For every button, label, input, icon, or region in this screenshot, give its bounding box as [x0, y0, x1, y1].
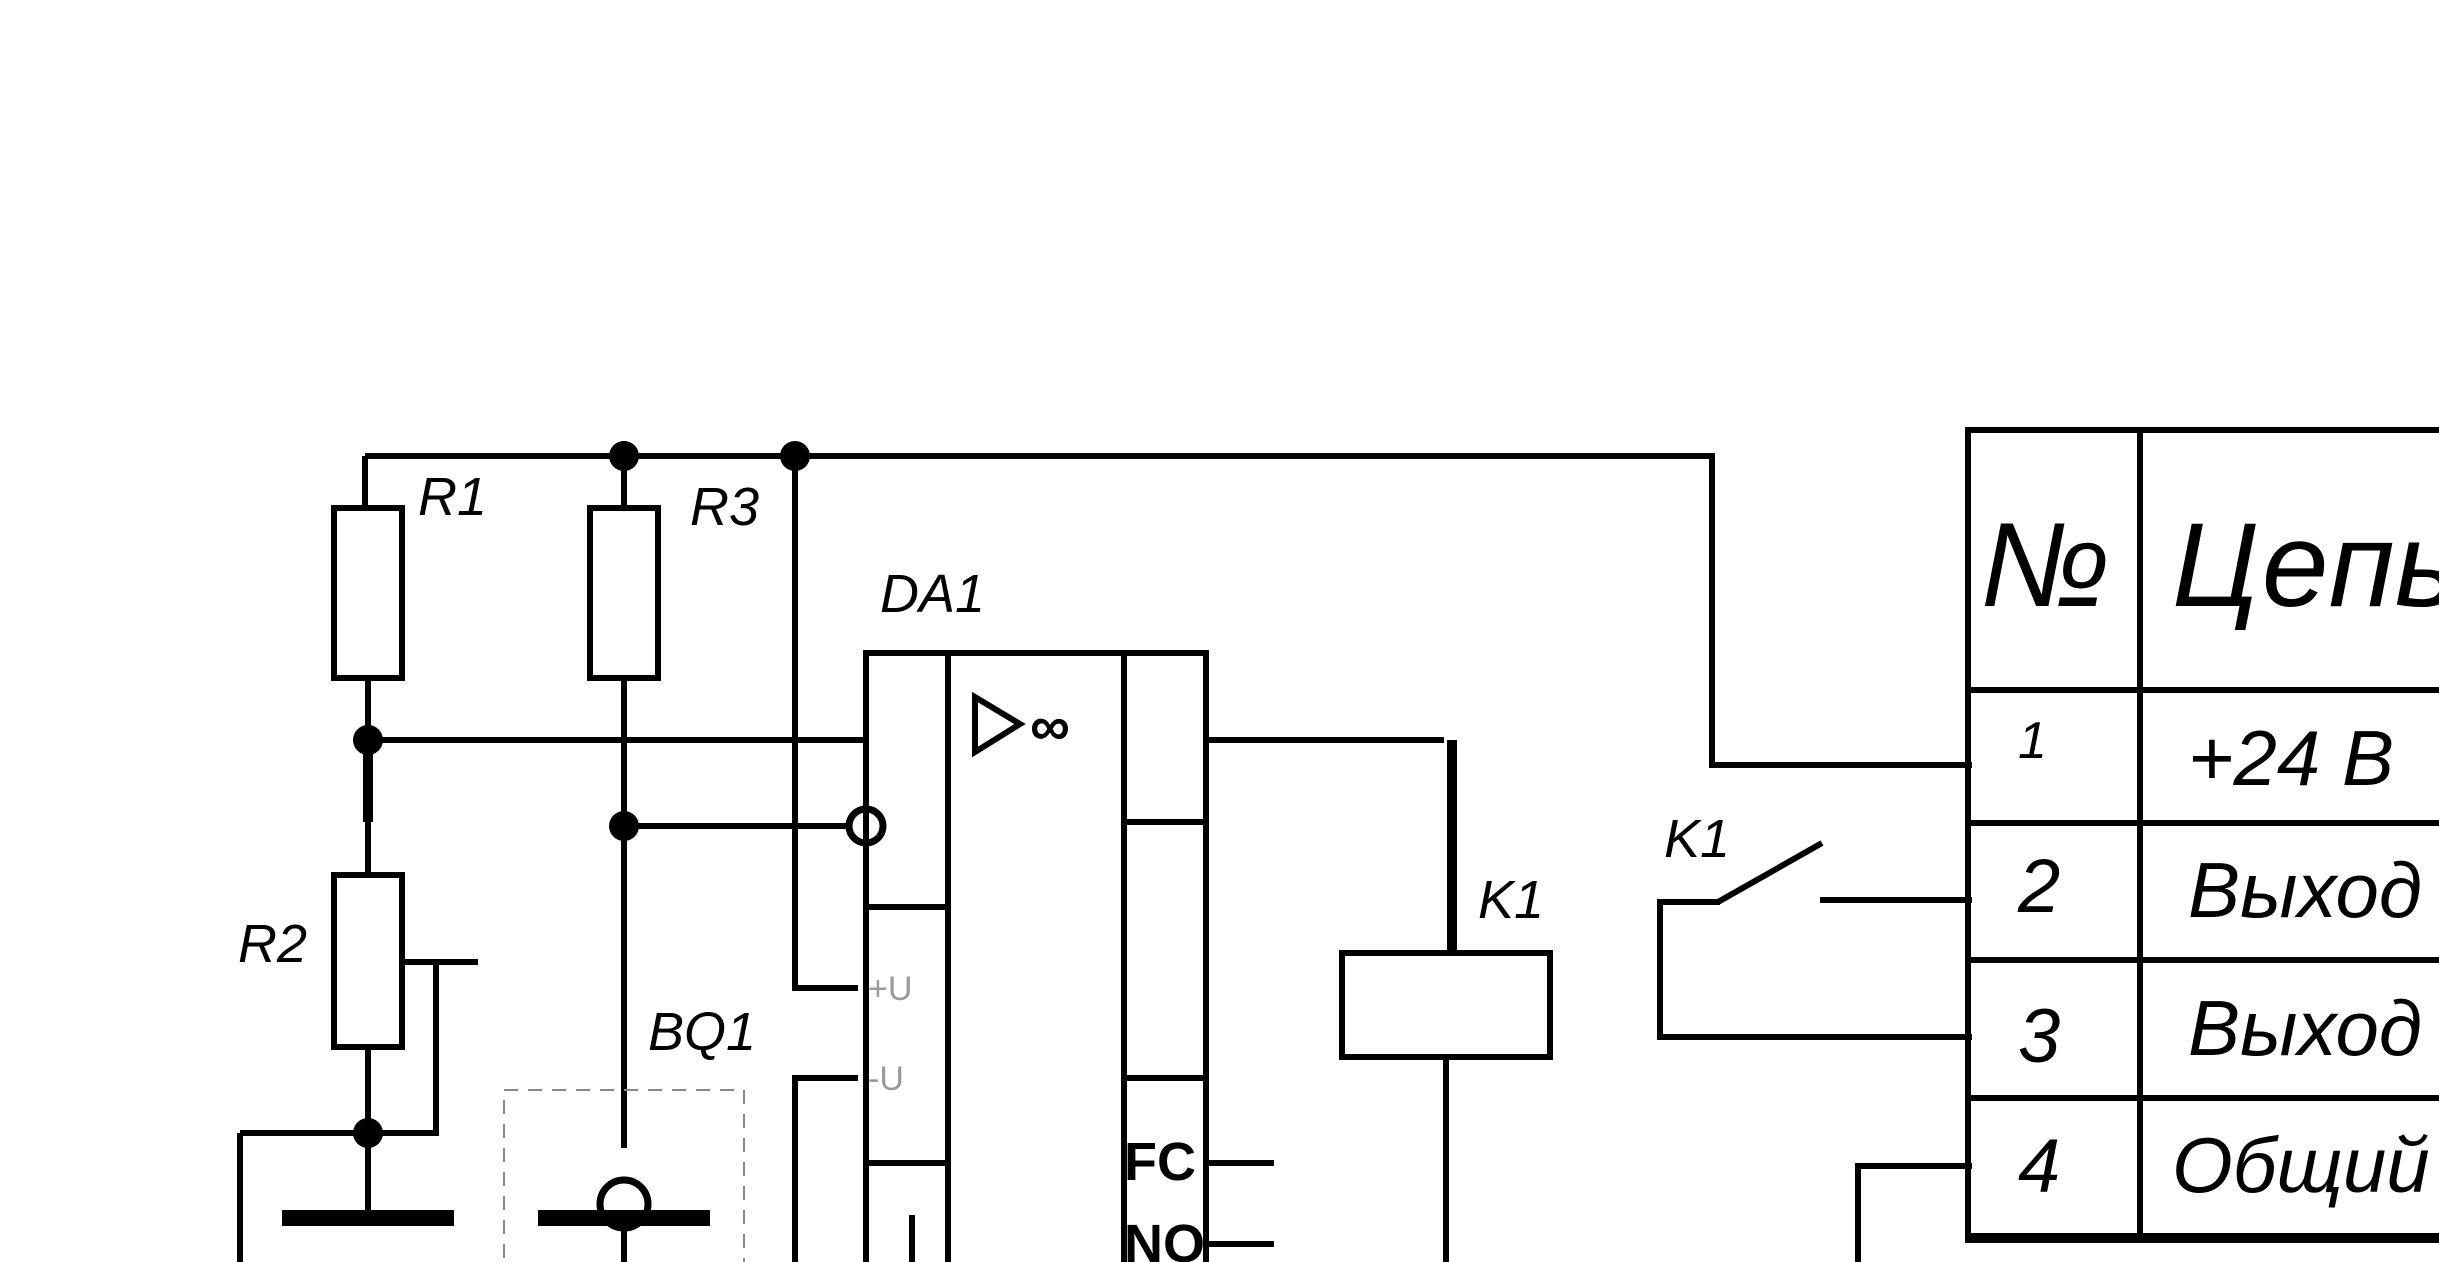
table-row-3-num: 3 — [2018, 994, 2060, 1079]
ground-plate-left — [237, 1118, 454, 1262]
r1-label: R1 — [418, 467, 487, 527]
relay-contact-k1 — [1657, 840, 1972, 1262]
da1-label: DA1 — [880, 564, 985, 624]
sensor-bq1 — [503, 1089, 745, 1262]
table-row-1-circuit: +24 В — [2188, 714, 2394, 802]
table-header-circuit: Цепь — [2172, 498, 2439, 632]
da1-pin-no: NO — [1124, 1214, 1205, 1262]
table-row-2-num: 2 — [2017, 844, 2060, 929]
ic-da1: ∞ — [863, 650, 1209, 1262]
bq1-label: BQ1 — [648, 1002, 756, 1062]
resistor-r2 — [331, 822, 478, 1136]
table-row-1-num: 1 — [2018, 712, 2047, 770]
power-rail — [362, 453, 1972, 768]
table-row-3-circuit: Выход — [2188, 984, 2422, 1072]
da1-pin-plus-u: +U — [868, 970, 912, 1008]
r3-label: R3 — [690, 477, 759, 537]
svg-text:∞: ∞ — [1030, 694, 1070, 757]
table-row-2-circuit: Выход — [2188, 846, 2422, 934]
connector-table — [1965, 427, 2439, 1243]
k1-coil-label: K1 — [1478, 870, 1544, 930]
table-row-4-num: 4 — [2018, 1124, 2060, 1209]
r2-label: R2 — [238, 914, 307, 974]
k1-contact-label: K1 — [1664, 809, 1730, 869]
da1-pin-minus-u: -U — [868, 1060, 904, 1098]
table-header-number: № — [1980, 498, 2110, 632]
da1-pin-fc: FC — [1124, 1132, 1196, 1192]
resistor-r1 — [331, 505, 405, 822]
table-row-4-circuit: Общий — [2172, 1121, 2430, 1209]
relay-coil-k1 — [1206, 737, 1553, 1262]
